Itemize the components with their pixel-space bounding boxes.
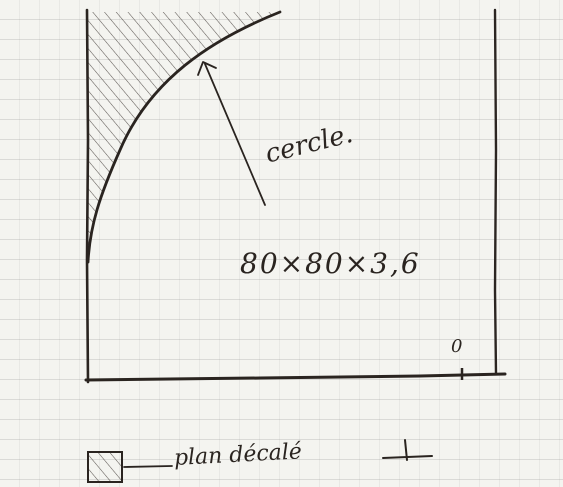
legend-hatch-square [87, 451, 123, 483]
perpendicular-symbol [382, 439, 433, 461]
dimensions-label: 80×80×3,6 [240, 247, 421, 280]
legend-dash [123, 465, 173, 468]
bottom-base-line [84, 372, 507, 382]
pointer-arrow-shaft [204, 63, 266, 206]
corner-zero-mark: 0 [451, 336, 463, 357]
right-wall-line [493, 8, 498, 376]
left-wall-line [85, 8, 90, 384]
circle-arc [86, 10, 282, 264]
pointer-arrow-head [197, 61, 217, 76]
hatched-region [87, 12, 280, 262]
